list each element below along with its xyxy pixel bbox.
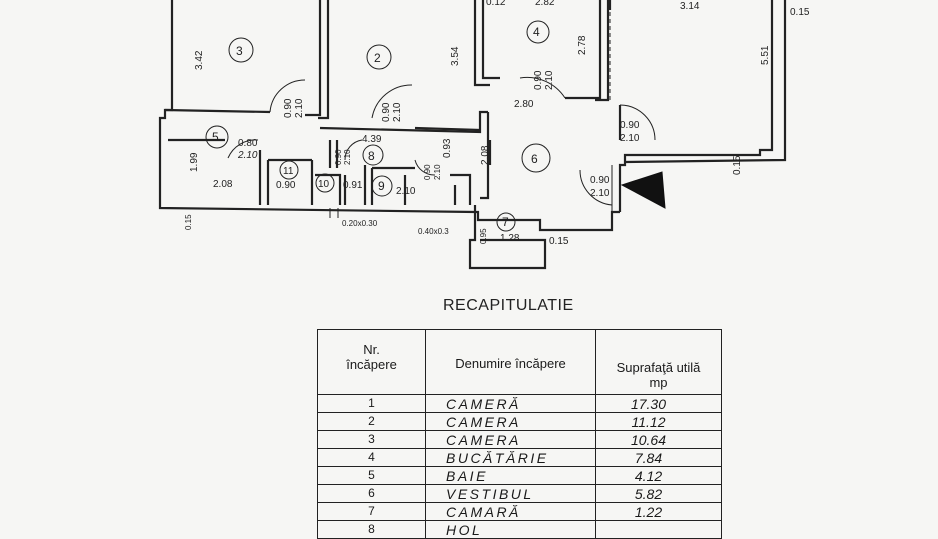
room-number-4: 4 [533, 25, 540, 39]
dim-0-93: 0.93 [442, 138, 453, 158]
room-number-8: 8 [368, 149, 375, 163]
dim-3-42: 3.42 [194, 50, 205, 70]
room-number-10: 10 [318, 179, 330, 190]
dim-door-2-10-d: 2.10 [620, 133, 640, 144]
dim-0-91: 0.91 [343, 180, 363, 191]
recap-title: RECAPITULATIE [443, 297, 574, 314]
dim-door-2-10-f: 2.10 [396, 186, 416, 197]
dim-door-0-80: 0.80 [238, 138, 258, 149]
dim-0-95: 0.95 [479, 228, 488, 244]
dim-door-2-10-c: 2.10 [544, 70, 555, 90]
dim-door-0-90-a: 0.90 [283, 98, 294, 118]
table-row: 8 HOL [317, 521, 722, 539]
room-number-2: 2 [374, 51, 381, 65]
dim-0-15-bottom: 0.15 [549, 236, 569, 247]
dim-2-78: 2.78 [577, 35, 588, 55]
dim-door-0-90-h: 0.90 [423, 164, 432, 180]
dim-door-2-10-e: 2.10 [237, 150, 258, 161]
table-row: 7 CAMARĂ 1.22 [317, 503, 722, 521]
dim-door-2-10-a: 2.10 [294, 98, 305, 118]
table-row: 4 BUCĂTĂRIE 7.84 [317, 449, 722, 467]
table-row: 5 BAIE 4.12 [317, 467, 722, 485]
table-header: Nr. încăpere Denumire încăpere Suprafaţă… [317, 329, 722, 395]
header-area: Suprafaţă utilă mp [616, 360, 701, 390]
dim-4-39: 4.39 [362, 134, 382, 145]
table-row: 6 VESTIBUL 5.82 [317, 485, 722, 503]
dim-2-08: 2.08 [213, 179, 233, 190]
floor-plan-drawing: 3 2 4 5 6 7 8 9 10 11 0.12 2.82 3.14 0.1… [158, 0, 810, 270]
dim-door-2-10-g: 2.10 [343, 149, 352, 165]
dim-5-51: 5.51 [760, 45, 771, 65]
dim-door-0-90-e: 0.90 [276, 180, 296, 191]
dim-0-15-right: 0.15 [732, 155, 743, 175]
dim-door-0-90-f: 0.90 [590, 175, 610, 186]
header-name: Denumire încăpere [426, 330, 596, 394]
dim-1-99: 1.99 [189, 152, 200, 172]
room-number-7: 7 [502, 215, 509, 229]
dim-door-0-90-d: 0.90 [620, 120, 640, 131]
dim-door-0-90-c: 0.90 [533, 70, 544, 90]
room-number-5: 5 [212, 130, 219, 144]
table-row: 3 CAMERA 10.64 [317, 431, 722, 449]
table-row: 2 CAMERA 11.12 [317, 413, 722, 431]
dim-0-15-left: 0.15 [184, 214, 193, 230]
dim-door-2-10-i: 2.10 [590, 188, 610, 199]
entrance-arrow-icon [620, 171, 666, 209]
room-number-9: 9 [378, 179, 385, 193]
room-number-3: 3 [236, 44, 243, 58]
dim-door-0-90-b: 0.90 [381, 102, 392, 122]
note-vent-a: 0.20x0.30 [342, 219, 378, 228]
dim-2-08-b: 2.08 [480, 145, 491, 165]
dim-2-80: 2.80 [514, 99, 534, 110]
room-number-11: 11 [283, 166, 294, 177]
dim-3-54: 3.54 [450, 46, 461, 66]
dim-door-2-10-h: 2.10 [433, 164, 442, 180]
dim-2-82: 2.82 [535, 0, 555, 8]
dim-1-28: 1.28 [500, 233, 520, 244]
table-row: 1 CAMERĂ 17.30 [317, 395, 722, 413]
dim-0-15-top: 0.15 [790, 7, 810, 18]
recap-table: Nr. încăpere Denumire încăpere Suprafaţă… [317, 329, 722, 539]
note-vent-b: 0.40x0.3 [418, 227, 449, 236]
header-nr: Nr. încăpere [318, 330, 426, 394]
dim-0-12: 0.12 [486, 0, 506, 8]
dim-door-0-90-g: 0.90 [334, 149, 343, 165]
dim-door-2-10-b: 2.10 [392, 102, 403, 122]
dim-3-14: 3.14 [680, 1, 700, 12]
room-number-6: 6 [531, 152, 538, 166]
